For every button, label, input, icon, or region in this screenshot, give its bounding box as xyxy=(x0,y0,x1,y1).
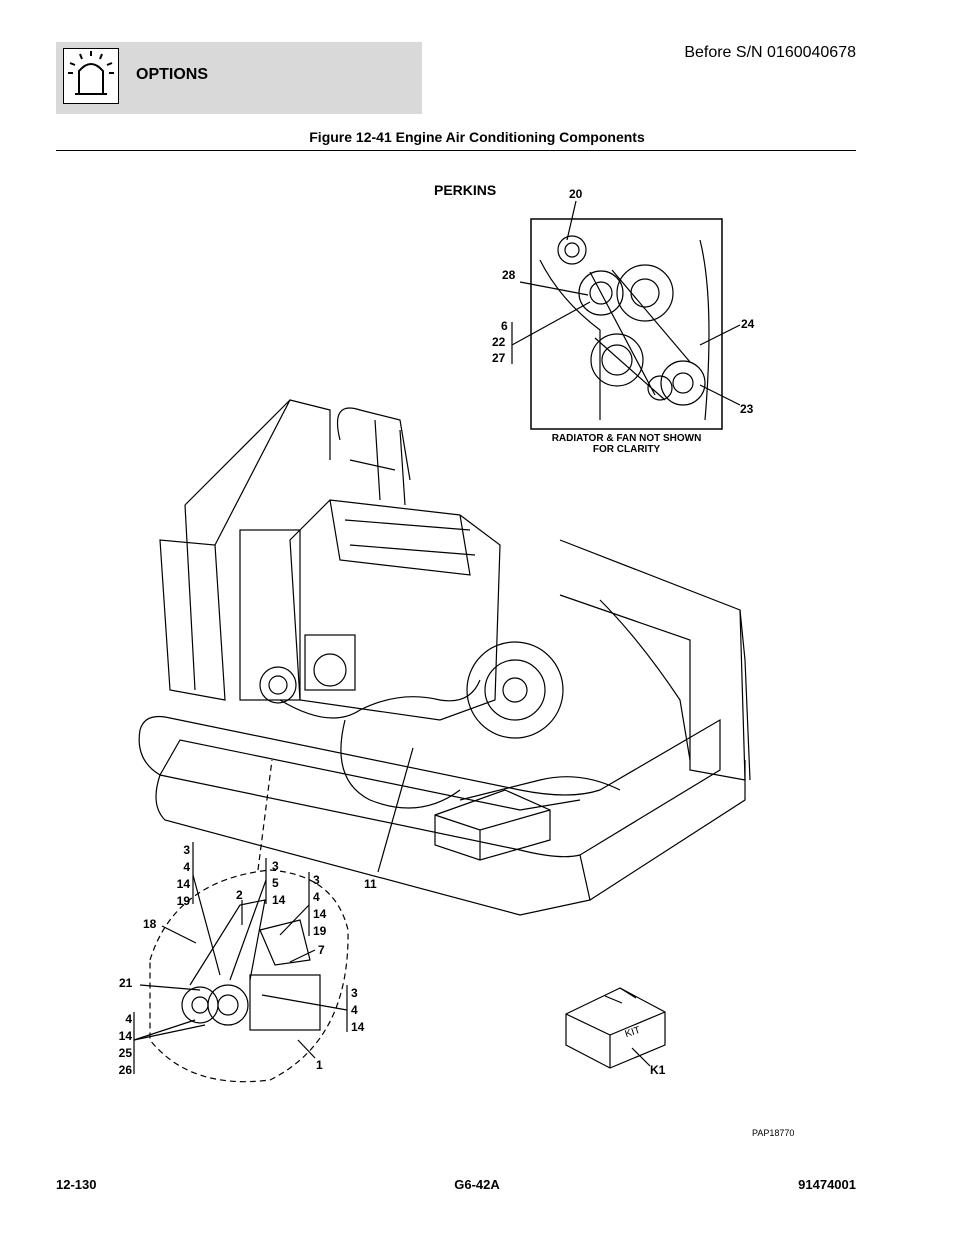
callout-28: 28 xyxy=(502,268,516,282)
callout-21: 21 xyxy=(119,976,133,990)
callout-group-5-item: 4 xyxy=(125,1012,132,1026)
callout-27: 27 xyxy=(492,351,506,365)
callout-group-1: 3 4 14 19 xyxy=(176,842,190,910)
callout-group-3-item: 14 xyxy=(313,907,327,921)
callout-group-3: 3 4 14 19 xyxy=(313,872,326,940)
inset-caption-line1: RADIATOR & FAN NOT SHOWN xyxy=(551,433,702,444)
callout-6: 6 xyxy=(501,319,508,333)
callout-group-4: 3 4 14 xyxy=(351,985,364,1036)
document-number: 91474001 xyxy=(798,1177,856,1192)
header-rule xyxy=(56,150,856,151)
callout-7: 7 xyxy=(318,943,325,957)
section-title: OPTIONS xyxy=(136,66,209,83)
model-number: G6-42A xyxy=(454,1177,500,1192)
inset-frame xyxy=(530,218,723,430)
callout-group-1-item: 4 xyxy=(183,860,190,874)
callout-22: 22 xyxy=(492,335,506,349)
page-number: 12-130 xyxy=(56,1177,97,1192)
callout-2: 2 xyxy=(236,888,243,902)
callout-group-2-item: 5 xyxy=(272,876,279,890)
callout-group-5-item: 25 xyxy=(118,1046,132,1060)
inset-caption: RADIATOR & FAN NOT SHOWN FOR CLARITY xyxy=(531,433,722,455)
image-reference: PAP18770 xyxy=(752,1128,795,1138)
figure-title: Figure 12-41 Engine Air Conditioning Com… xyxy=(309,129,645,145)
callout-group-2-item: 14 xyxy=(272,893,286,907)
callout-group-5: 4 14 25 26 xyxy=(112,1011,132,1079)
callout-group-1-item: 14 xyxy=(176,877,190,891)
callout-group-4-item: 3 xyxy=(351,986,358,1000)
callout-1: 1 xyxy=(316,1058,323,1072)
callout-group-3-item: 3 xyxy=(313,873,320,887)
callout-group-2: 3 5 14 xyxy=(272,858,285,909)
inset-heading: PERKINS xyxy=(434,182,497,198)
serial-note: Before S/N 0160040678 xyxy=(684,44,856,61)
callout-group-3-item: 19 xyxy=(313,924,327,938)
callout-group-1-item: 19 xyxy=(176,894,190,908)
inset-caption-line2: FOR CLARITY xyxy=(592,444,661,455)
callout-20: 20 xyxy=(569,187,583,201)
callout-group-4-item: 14 xyxy=(351,1020,365,1034)
callout-group-5-item: 26 xyxy=(118,1063,132,1077)
callout-24: 24 xyxy=(741,317,755,331)
callout-11: 11 xyxy=(364,877,377,891)
callout-group-3-item: 4 xyxy=(313,890,320,904)
options-lamp-icon xyxy=(63,48,119,104)
callout-group-4-item: 4 xyxy=(351,1003,358,1017)
callout-23: 23 xyxy=(740,402,754,416)
callout-group-1-item: 3 xyxy=(183,843,190,857)
callout-k1: K1 xyxy=(650,1063,666,1077)
callout-group-2-item: 3 xyxy=(272,859,279,873)
callout-18: 18 xyxy=(143,917,157,931)
callout-group-5-item: 14 xyxy=(118,1029,132,1043)
